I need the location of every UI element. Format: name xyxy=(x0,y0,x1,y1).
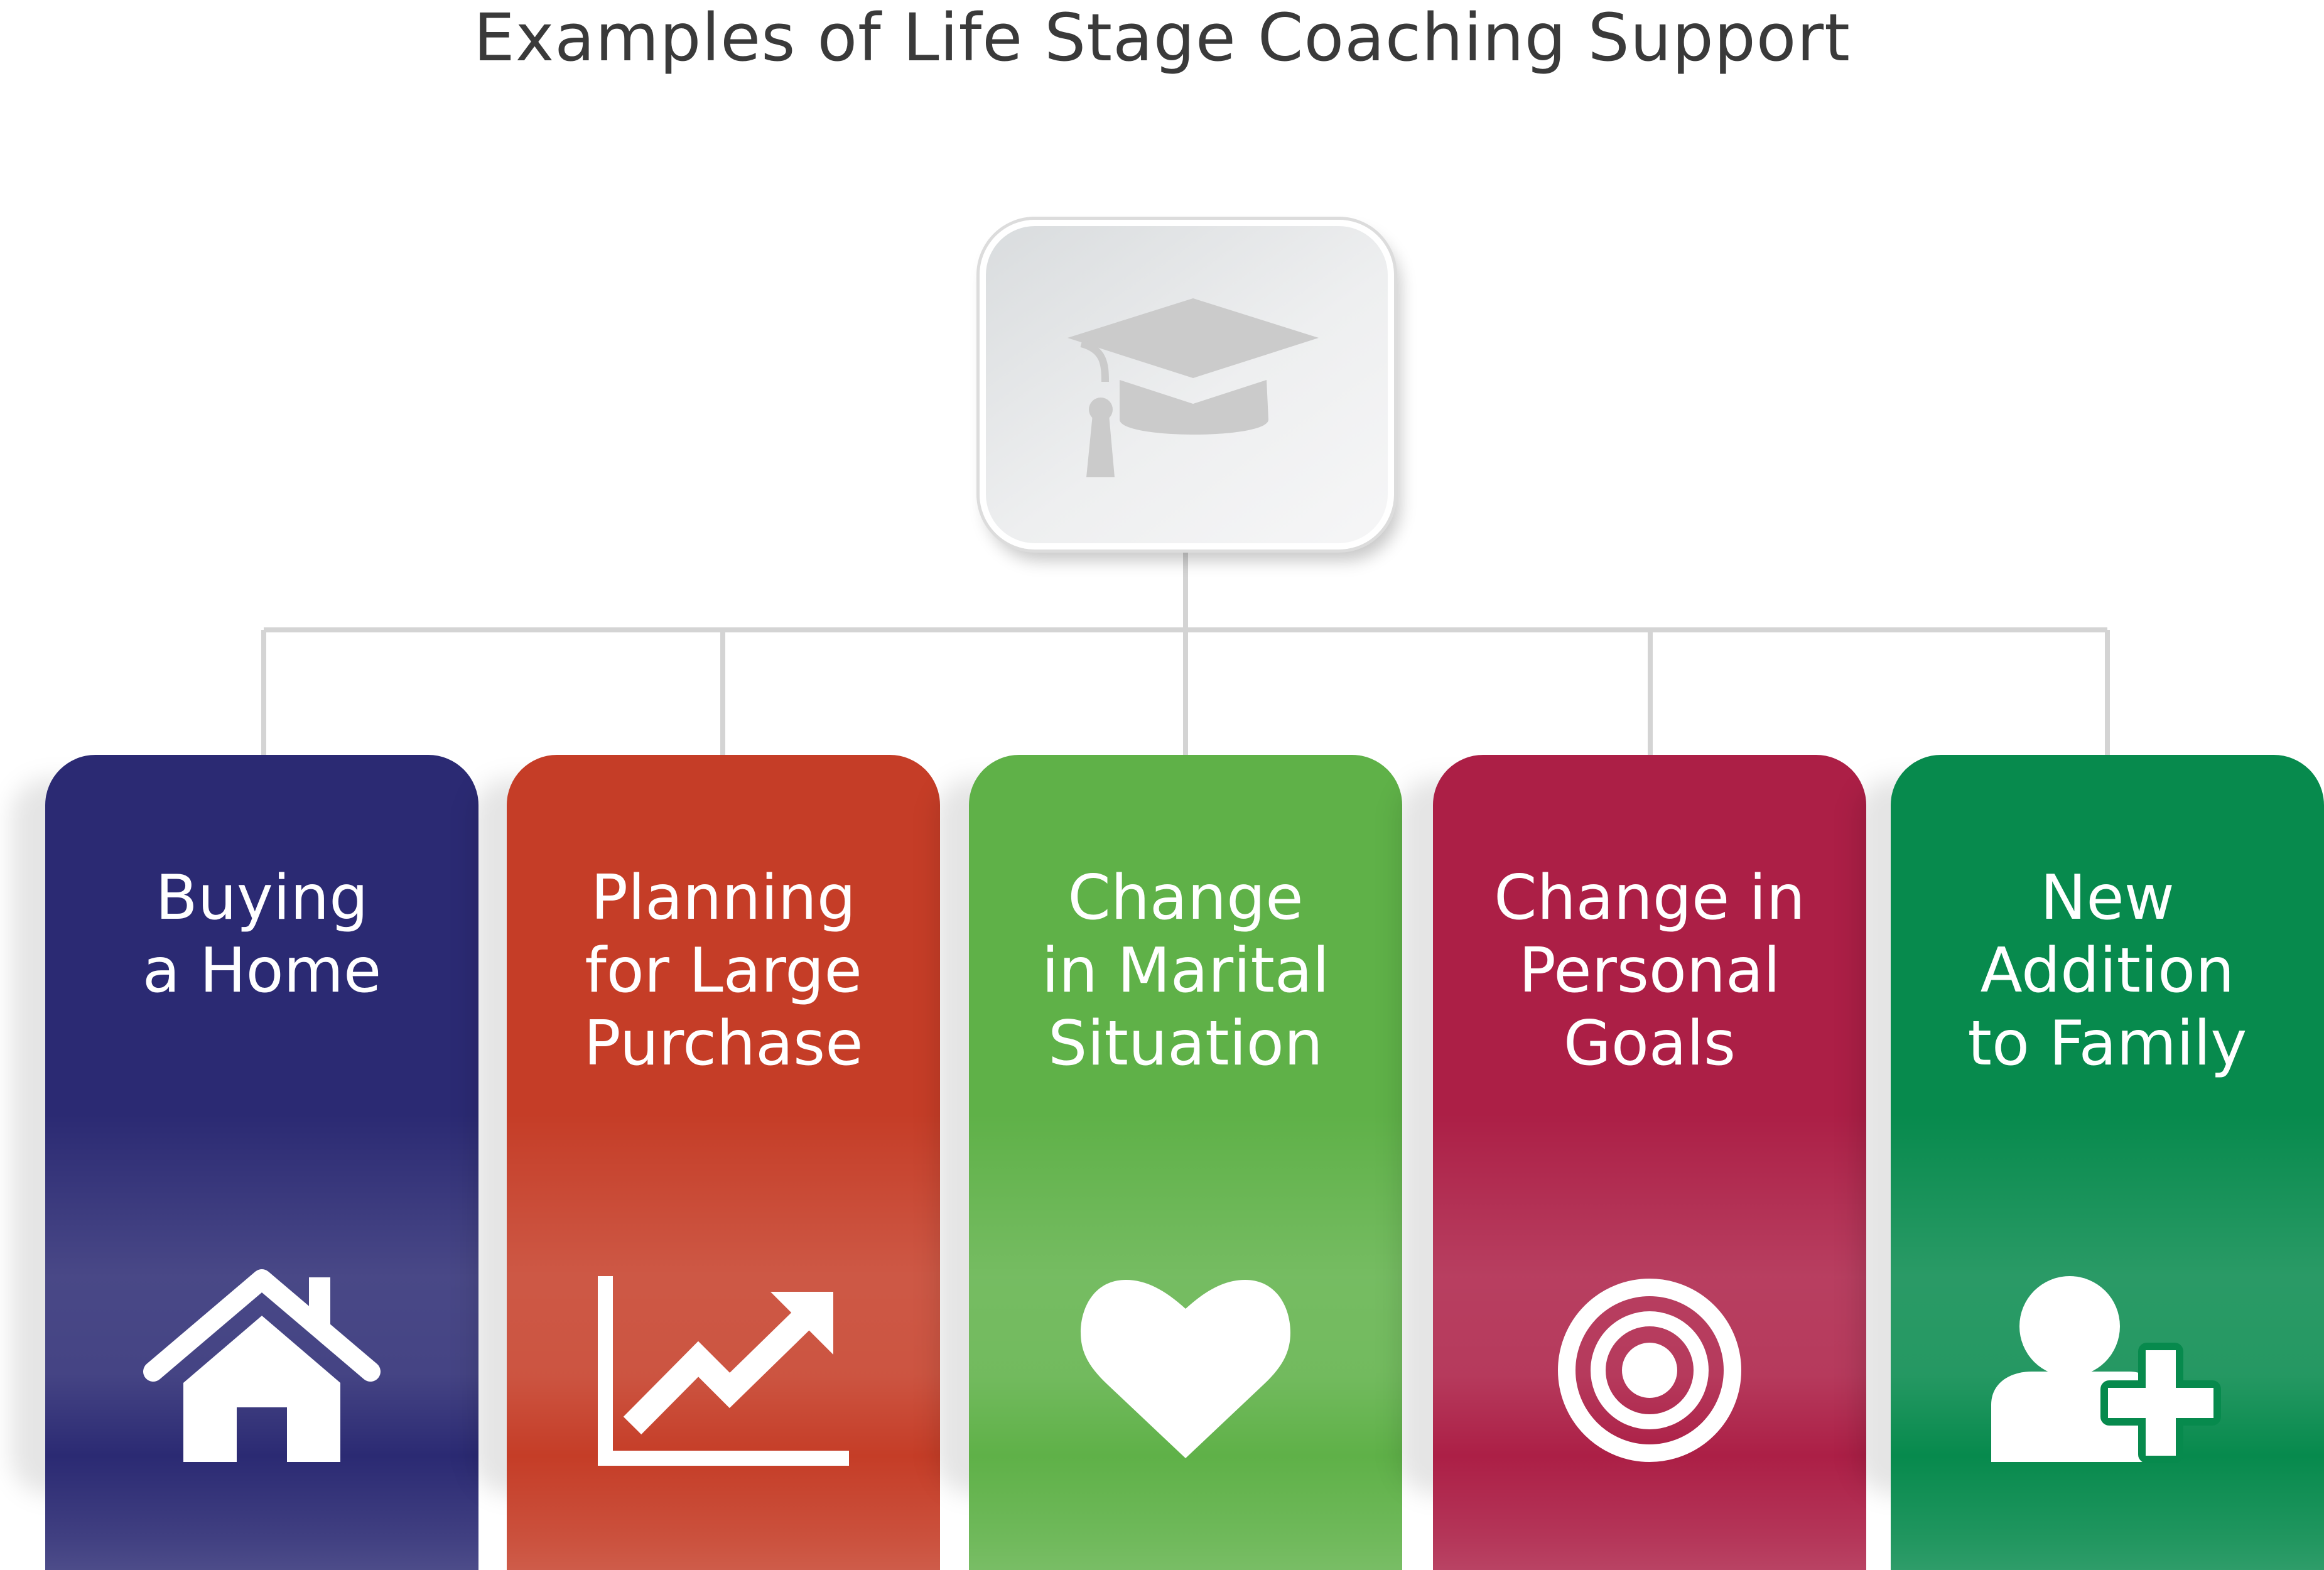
card-label: Change in Marital Situation xyxy=(1041,862,1330,1080)
card-planning-purchase: Planning for Large Purchase xyxy=(507,755,940,1570)
heart-icon xyxy=(1081,1280,1290,1458)
house-icon xyxy=(143,1269,381,1462)
card-label: New Addition to Family xyxy=(1967,862,2247,1080)
graduation-cap-icon xyxy=(1067,298,1319,477)
trending-chart-icon xyxy=(598,1276,849,1466)
card-label: Change in Personal Goals xyxy=(1494,862,1805,1080)
card-label: Buying a Home xyxy=(142,862,382,1007)
root-node xyxy=(980,220,1394,550)
card-personal-goals: Change in Personal Goals xyxy=(1433,755,1866,1570)
add-person-icon xyxy=(1991,1276,2221,1463)
card-new-addition: New Addition to Family xyxy=(1891,755,2324,1570)
card-buying-home: Buying a Home xyxy=(45,755,478,1570)
diagram-title: Examples of Life Stage Coaching Support xyxy=(473,0,1851,76)
card-marital-situation: Change in Marital Situation xyxy=(969,755,1402,1570)
card-label: Planning for Large Purchase xyxy=(583,862,863,1080)
target-icon xyxy=(1558,1279,1741,1462)
